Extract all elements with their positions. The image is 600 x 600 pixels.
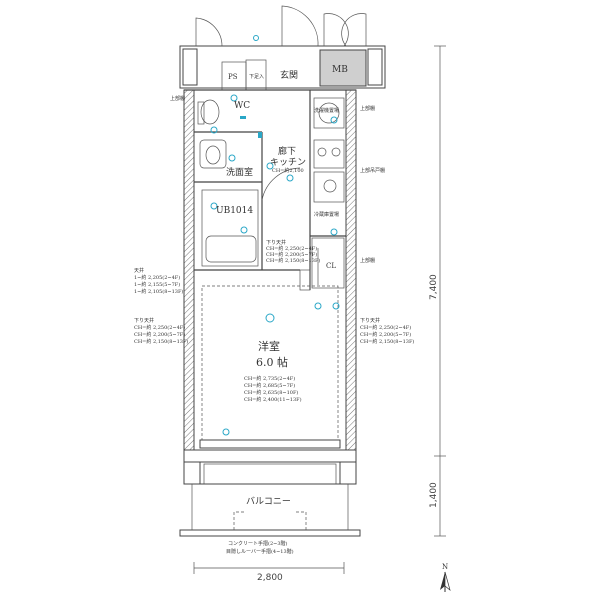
room-western-size: 6.0 帖 [256,356,288,369]
note-drop-left-title: 下り天井 [134,317,154,324]
note-ceiling-left-2: 1~約 2,155(5~7F) [134,281,180,288]
dimension-width: 2,800 [257,573,283,583]
note-drop-left-2: CH=約 2,200(5~7F) [134,331,185,338]
room-balcony: バルコニー [246,496,291,507]
note-upper-shelf-right: 上部棚 [360,105,375,112]
note-drop-right-title: 下り天井 [360,317,380,324]
room-kitchen: キッチン [270,157,306,168]
note-ceiling-left-title: 天井 [134,267,144,274]
note-upper-shelf-left: 上部棚 [170,95,185,102]
room-corridor: 廊下 [278,145,296,157]
note-drop-right-1: CH=約 2,250(2~4F) [360,324,411,331]
north-arrow-icon: N [440,563,451,592]
room-shoe-storage: 下足入 [249,74,264,80]
note-ceiling-left-1: 1~約 2,205(2~4F) [134,274,180,281]
dimension-height-balcony: 1,400 [429,482,439,508]
room-fridge: 冷蔵庫置場 [314,211,339,218]
note-upper-shelf-cl: 上部棚 [360,257,375,264]
note-handrail-1: コンクリート手摺(2~3階) [228,540,288,547]
note-drop-right-3: CH=約 2,150(8~13F) [360,338,414,345]
room-western-ch-2: CH=約 2,685(5~7F) [244,382,295,389]
room-western-ch-4: CH=約 2,400(11~13F) [244,396,302,403]
note-corridor-drop-2: CH=約 2,200(5~7F) [266,251,317,258]
note-corridor-drop-1: CH=約 2,250(2~4F) [266,245,317,252]
note-ceiling-left-3: 1~約 2,105(8~13F) [134,288,183,295]
unit-walls [183,89,357,463]
room-mb: MB [332,65,348,75]
room-western-ch-3: CH=約 2,635(8~10F) [244,389,298,396]
note-drop-left-3: CH=約 2,150(8~13F) [134,338,188,345]
room-western-ch-1: CH=約 2,735(2~4F) [244,375,295,382]
room-washer-space: 洗濯機置場 [314,107,339,114]
note-corridor-drop-title: 下り天井 [266,239,286,246]
note-drop-left-1: CH=約 2,250(2~4F) [134,324,185,331]
room-ps: PS [228,73,238,81]
room-washroom: 洗面室 [226,166,253,178]
room-wc: WC [234,101,250,111]
dimension-lines: 7,400 1,400 2,800 [193,45,446,583]
note-corridor-drop-3: CH=約 2,150(8~13F) [266,257,320,264]
plan-notes: 上部棚 上部棚 上部吊戸棚 上部棚 天井 1~約 2,205(2~4F) 1~約… [134,95,414,555]
room-labels: PS 下足入 玄関 MB WC 洗濯機置場 廊下 キッチン CH=約2,100 … [216,65,348,507]
note-upper-shelf-kitchen: 上部吊戸棚 [360,167,385,174]
entrance-block [179,5,386,91]
note-handrail-2: 目隠しルーバー手摺(4~13階) [226,548,294,555]
balcony-area [179,461,361,537]
corridor-ceiling-height: CH=約2,100 [272,167,304,174]
room-western: 洋室 [258,339,280,353]
compass-label: N [442,563,448,571]
room-bath: UB1014 [216,206,253,216]
room-entrance: 玄関 [280,69,298,81]
note-drop-right-2: CH=約 2,200(5~7F) [360,331,411,338]
dimension-height-main: 7,400 [429,274,439,300]
room-closet: CL [326,262,336,270]
